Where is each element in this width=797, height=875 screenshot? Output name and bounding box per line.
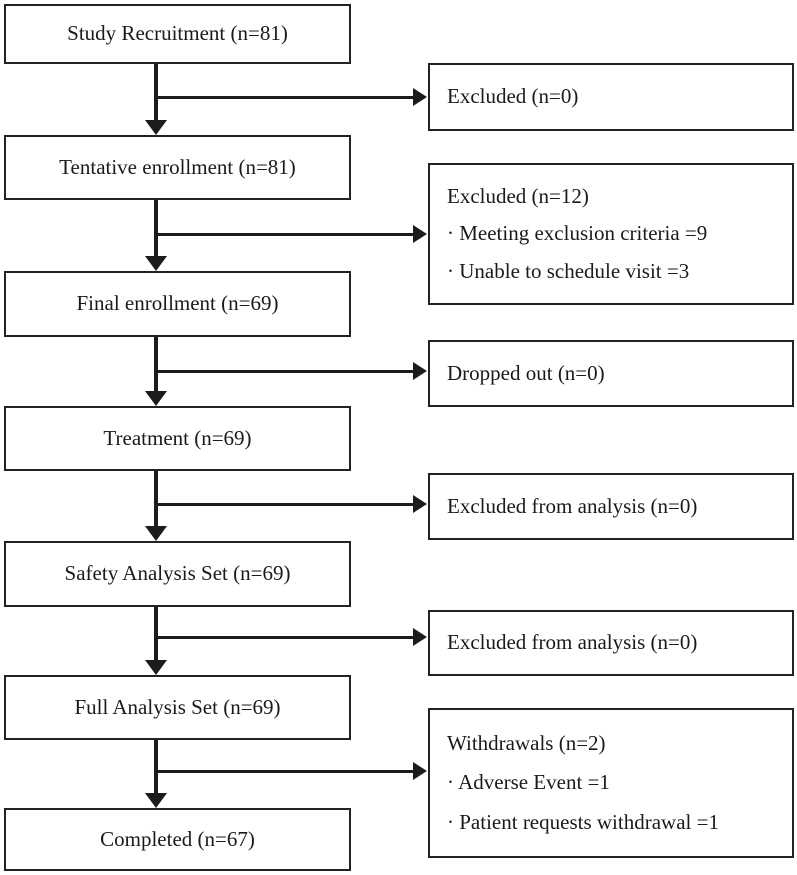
flow-box-completed: Completed (n=67)	[4, 808, 351, 871]
flow-box-excluded-0: Excluded (n=0)	[428, 63, 794, 131]
arrowhead-down-icon	[145, 526, 167, 541]
flow-box-title: Dropped out (n=0)	[447, 360, 605, 385]
arrowhead-right-icon	[413, 762, 427, 780]
flow-box-title: Excluded from analysis (n=0)	[447, 493, 698, 518]
flow-box-label: Study Recruitment (n=81)	[67, 21, 288, 46]
flow-box-label: Tentative enrollment (n=81)	[59, 154, 296, 179]
connector-line-vertical-3	[154, 337, 158, 392]
arrowhead-down-icon	[145, 793, 167, 808]
connector-line-horizontal-3	[156, 370, 414, 373]
flow-box-title: Excluded from analysis (n=0)	[447, 630, 698, 655]
connector-line-horizontal-5	[156, 636, 414, 639]
arrowhead-right-icon	[413, 628, 427, 646]
flow-box-title: Withdrawals (n=2)	[447, 730, 606, 755]
flow-box-label: Final enrollment (n=69)	[76, 291, 279, 316]
flow-box-label: Full Analysis Set (n=69)	[74, 694, 281, 719]
flow-box-dropped-out: Dropped out (n=0)	[428, 340, 794, 407]
arrowhead-down-icon	[145, 660, 167, 675]
flow-box-item: · Unable to schedule visit =3	[447, 259, 690, 284]
arrowhead-right-icon	[413, 362, 427, 380]
flow-box-label: Safety Analysis Set (n=69)	[64, 561, 291, 586]
flow-box-item: · Patient requests withdrawal =1	[447, 810, 719, 835]
connector-line-vertical-6	[154, 740, 158, 794]
arrowhead-down-icon	[145, 256, 167, 271]
flow-box-withdrawals: Withdrawals (n=2) · Adverse Event =1 · P…	[428, 708, 794, 858]
flow-box-excluded-12: Excluded (n=12) · Meeting exclusion crit…	[428, 163, 794, 305]
arrowhead-right-icon	[413, 225, 427, 243]
flow-box-study-recruitment: Study Recruitment (n=81)	[4, 4, 351, 64]
flow-box-label: Completed (n=67)	[100, 826, 255, 851]
flow-box-treatment: Treatment (n=69)	[4, 406, 351, 471]
connector-line-horizontal-6	[156, 770, 414, 773]
arrowhead-right-icon	[413, 88, 427, 106]
flow-box-item: · Adverse Event =1	[447, 770, 610, 795]
flow-box-excluded-from-analysis-2: Excluded from analysis (n=0)	[428, 610, 794, 676]
connector-line-horizontal-2	[156, 233, 414, 236]
flow-box-item: · Meeting exclusion criteria =9	[447, 221, 708, 246]
flow-box-title: Excluded (n=0)	[447, 84, 579, 109]
flow-box-tentative-enrollment: Tentative enrollment (n=81)	[4, 135, 351, 200]
flow-box-full-analysis-set: Full Analysis Set (n=69)	[4, 675, 351, 740]
connector-line-horizontal-1	[156, 96, 414, 99]
arrowhead-down-icon	[145, 391, 167, 406]
flow-box-safety-analysis-set: Safety Analysis Set (n=69)	[4, 541, 351, 607]
connector-line-horizontal-4	[156, 503, 414, 506]
flow-box-final-enrollment: Final enrollment (n=69)	[4, 271, 351, 337]
arrowhead-right-icon	[413, 495, 427, 513]
flow-box-label: Treatment (n=69)	[103, 425, 252, 450]
connector-line-vertical-2	[154, 200, 158, 257]
flow-box-excluded-from-analysis-1: Excluded from analysis (n=0)	[428, 473, 794, 540]
connector-line-vertical-1	[154, 64, 158, 121]
connector-line-vertical-4	[154, 471, 158, 527]
connector-line-vertical-5	[154, 607, 158, 661]
arrowhead-down-icon	[145, 120, 167, 135]
flow-box-title: Excluded (n=12)	[447, 183, 589, 208]
